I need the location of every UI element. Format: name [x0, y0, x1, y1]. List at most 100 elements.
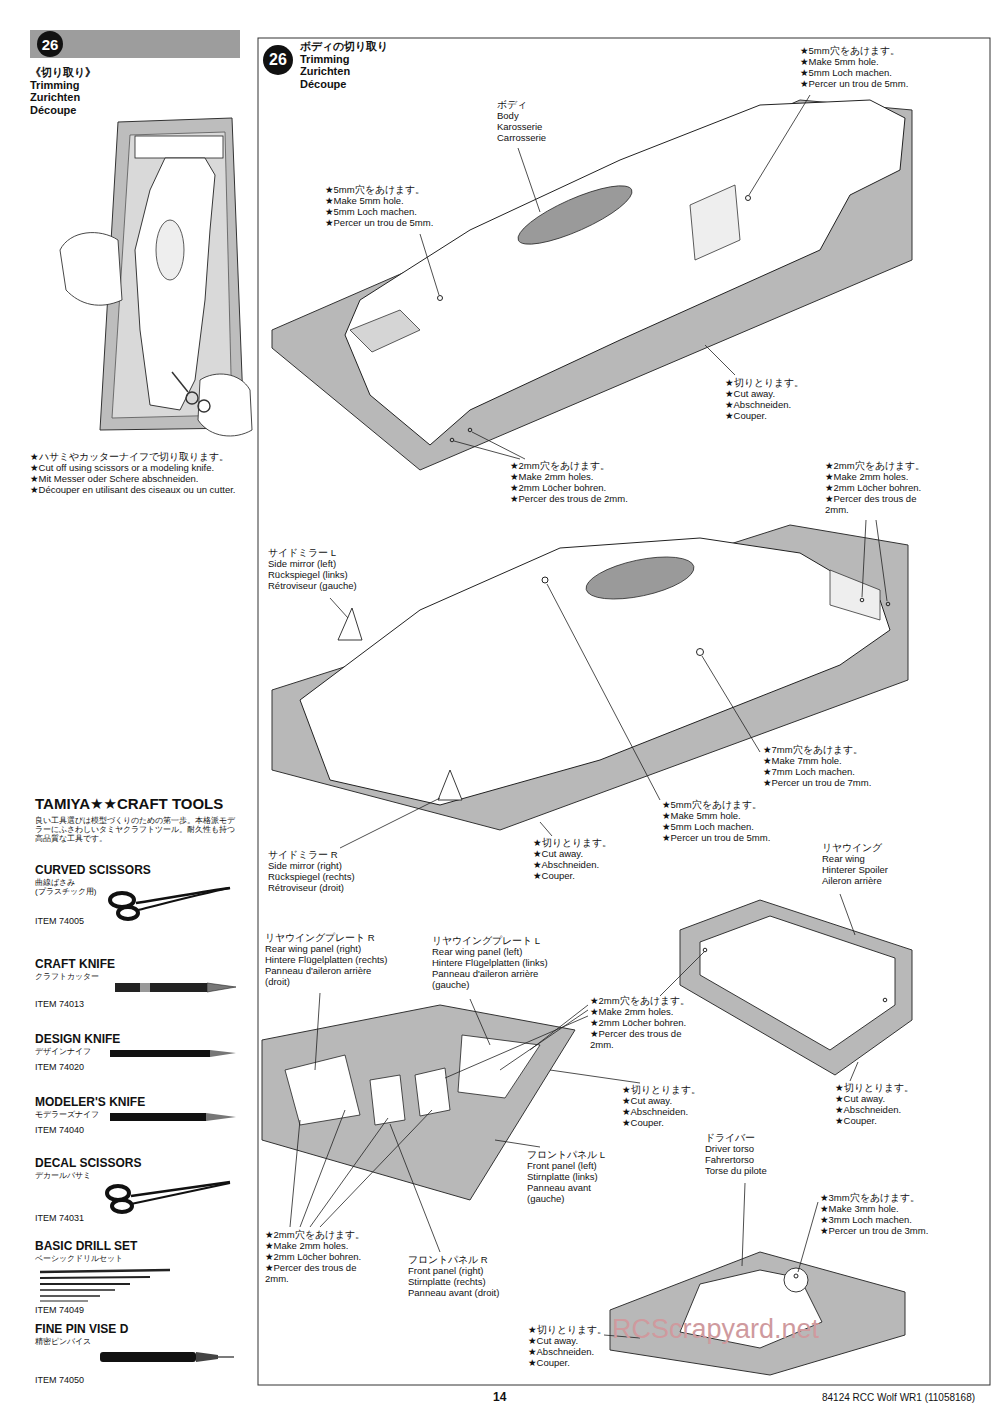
hole-mark [438, 296, 443, 301]
side-mirror [438, 770, 462, 800]
part-name: Rückspiegel (rechts) [268, 872, 355, 883]
part-name: Rückspiegel (links) [268, 570, 357, 581]
callout-text-group: ★切りとります。★Cut away.★Abschneiden.★Couper. [533, 838, 612, 882]
part-name-group: リヤウイングプレート RRear wing panel (right)Hinte… [265, 933, 397, 988]
tool-name: DECAL SCISSORS [35, 1157, 141, 1171]
callout-text: ★2mm穴をあけます。 [825, 461, 937, 472]
item-number-group: ITEM 74049 [35, 1305, 84, 1315]
callout-text: ★Make 2mm holes. [590, 1007, 702, 1018]
hole-mark [860, 598, 864, 602]
callout-text: ★Percer un trou de 3mm. [820, 1226, 928, 1237]
item-number: ITEM 74050 [35, 1375, 84, 1385]
step-number: 26 [269, 51, 287, 69]
handle [118, 907, 138, 919]
part-name: Side mirror (left) [268, 559, 357, 570]
callout-text: ★Couper. [622, 1118, 701, 1129]
hole-mark [746, 196, 751, 201]
chuck [196, 1352, 218, 1362]
body-tray [272, 100, 912, 470]
handle [115, 983, 207, 992]
part-name-group: サイドミラー RSide mirror (right)Rückspiegel (… [268, 850, 355, 894]
part-name: Side mirror (right) [268, 861, 355, 872]
part-name: Stirnplatte (links) [527, 1172, 607, 1183]
leader-line [518, 148, 540, 212]
part-name: サイドミラー R [268, 850, 355, 861]
callout-text: ★Make 2mm holes. [265, 1241, 377, 1252]
callout-text-group: ★5mm穴をあけます。★Make 5mm hole.★5mm Loch mach… [800, 46, 908, 90]
item-number: ITEM 74031 [35, 1213, 84, 1223]
hole-mark [883, 998, 887, 1002]
leader-line [470, 999, 490, 1045]
part-name: Torse du pilote [705, 1166, 767, 1177]
body-shell [135, 158, 215, 410]
callout-text: ★Cut away. [725, 389, 804, 400]
callout-text: ★Cut away. [622, 1096, 701, 1107]
callout-text: ★5mm Loch machen. [800, 68, 908, 79]
item-number-group: ITEM 74020 [35, 1062, 84, 1072]
instruction-note-group: ★ハサミやカッターナイフで切り取ります。★Cut off using sciss… [30, 452, 242, 496]
drill-bit [40, 1300, 88, 1301]
cockpit [156, 220, 184, 280]
item-number: ITEM 74013 [35, 999, 84, 1009]
callout-text-group: ★2mm穴をあけます。★Make 2mm holes.★2mm Löcher b… [825, 461, 937, 516]
callout-text: ★Make 2mm holes. [825, 472, 937, 483]
leader-line [660, 952, 704, 996]
callout-text: ★Abschneiden. [725, 400, 804, 411]
heading-group: 《切り取り》TrimmingZurichtenDécoupe [30, 66, 96, 117]
tool-name: DESIGN KNIFE [35, 1033, 120, 1047]
drill-bit [40, 1295, 100, 1296]
instruction-note: ★ハサミやカッターナイフで切り取ります。 [30, 452, 242, 463]
part-name: Carrosserie [497, 133, 546, 144]
tool-name: モデラーズナイフ [35, 1110, 145, 1119]
tool-name: 精密ピンバイス [35, 1337, 128, 1346]
part-name: Hintere Flügelplatten (links) [432, 958, 564, 969]
leader-line [547, 584, 660, 800]
driver-tray [610, 1252, 905, 1375]
part-name: サイドミラー L [268, 548, 357, 559]
callout-text: ★Percer un trou de 5mm. [662, 833, 770, 844]
part-name: Panneau avant (gauche) [527, 1183, 607, 1205]
tool-name-group: BASIC DRILL SETベーシックドリルセット [35, 1240, 137, 1263]
drill-bit [40, 1270, 170, 1272]
callout-text-group: ★2mm穴をあけます。★Make 2mm holes.★2mm Löcher b… [590, 996, 702, 1051]
callout-text: ★Couper. [533, 871, 612, 882]
callout-text: ★Couper. [835, 1116, 914, 1127]
callout-text: ★Make 5mm hole. [800, 57, 908, 68]
blade [210, 1050, 236, 1057]
part-name: ボディ [497, 100, 546, 111]
handle [100, 1352, 196, 1362]
part-name: Karosserie [497, 122, 546, 133]
drill-bit [40, 1289, 115, 1291]
callout-text: ★Percer des trous de 2mm. [265, 1263, 377, 1285]
body-shell [300, 538, 890, 805]
cockpit [512, 175, 638, 255]
item-number: ITEM 74005 [35, 916, 84, 926]
instruction-note: ★Cut off using scissors or a modeling kn… [30, 463, 242, 474]
item-number-group: ITEM 74031 [35, 1213, 84, 1223]
tool-name-group: CURVED SCISSORS曲線ばさみ (プラスチック用) [35, 864, 151, 896]
rear-wing [700, 916, 895, 1050]
leader-line [550, 1070, 640, 1083]
decal-scissors-icon [107, 1182, 230, 1212]
driver-helmet [784, 1268, 808, 1292]
part-name: Front panel (left) [527, 1161, 607, 1172]
watermark: RCScrapyard.net [612, 1314, 819, 1345]
part-name: リヤウイングプレート R [265, 933, 397, 944]
leader-line [290, 1120, 300, 1227]
heading-group: ボディの切り取りTrimmingZurichtenDécoupe [300, 40, 388, 91]
callout-text: ★5mm穴をあけます。 [800, 46, 908, 57]
callout-text: ★Make 5mm hole. [325, 196, 433, 207]
callout-text: ★Percer des trous de 2mm. [590, 1029, 702, 1051]
item-number-group: ITEM 74050 [35, 1375, 84, 1385]
callout-text: ★5mm Loch machen. [662, 822, 770, 833]
callout-text: ★切りとります。 [835, 1083, 914, 1094]
part-name: Panneau d'aileron arrière (droit) [265, 966, 397, 988]
callout-text: ★切りとります。 [533, 838, 612, 849]
leader-line [330, 598, 348, 618]
part-name-group: サイドミラー LSide mirror (left)Rückspiegel (l… [268, 548, 357, 592]
callout-text: ★Cut away. [533, 849, 612, 860]
callout-text: ★2mm Löcher bohren. [265, 1252, 377, 1263]
callout-text: ★切りとります。 [528, 1325, 607, 1336]
callout-text: ★5mm Loch machen. [325, 207, 433, 218]
step-number: 26 [42, 36, 59, 53]
